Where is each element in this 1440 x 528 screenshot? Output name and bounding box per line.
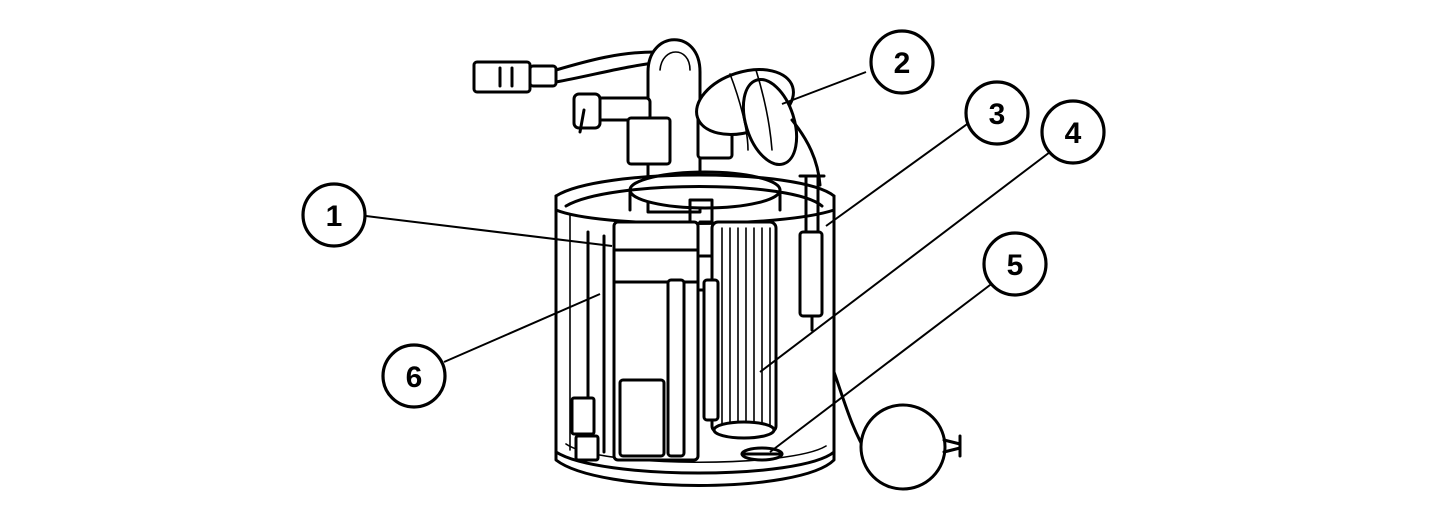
- leader-line-6: [443, 293, 601, 363]
- leader-line-2: [781, 71, 867, 105]
- leader-line-3: [825, 121, 971, 227]
- callout-1: 1: [301, 182, 367, 248]
- leader-line-5: [769, 281, 995, 453]
- callout-label-1: 1: [326, 200, 343, 233]
- callout-4: 4: [1040, 99, 1106, 165]
- callout-label-4: 4: [1065, 117, 1082, 150]
- reservoir-canister: [554, 173, 836, 487]
- pressure-regulator: [695, 68, 822, 187]
- fuel-outlet-tube: [646, 38, 702, 214]
- callout-5: 5: [982, 231, 1048, 297]
- leader-line-1: [365, 215, 613, 247]
- callout-6: 6: [381, 343, 447, 409]
- electrical-connector: [472, 50, 664, 94]
- float-arm: [832, 370, 962, 491]
- leader-lines: [365, 71, 1051, 453]
- fuel-pump-motor: [570, 198, 714, 462]
- return-nozzle: [572, 92, 734, 166]
- level-sender: [798, 174, 826, 332]
- fuel-inlet-strainer: [740, 446, 784, 462]
- leader-line-4: [759, 151, 1051, 373]
- callout-3: 3: [964, 80, 1030, 146]
- callout-label-3: 3: [989, 98, 1006, 131]
- fuel-filter: [698, 220, 778, 440]
- callout-label-5: 5: [1007, 249, 1024, 282]
- callout-label-6: 6: [406, 361, 423, 394]
- callout-2: 2: [869, 29, 935, 95]
- callout-label-2: 2: [894, 47, 911, 80]
